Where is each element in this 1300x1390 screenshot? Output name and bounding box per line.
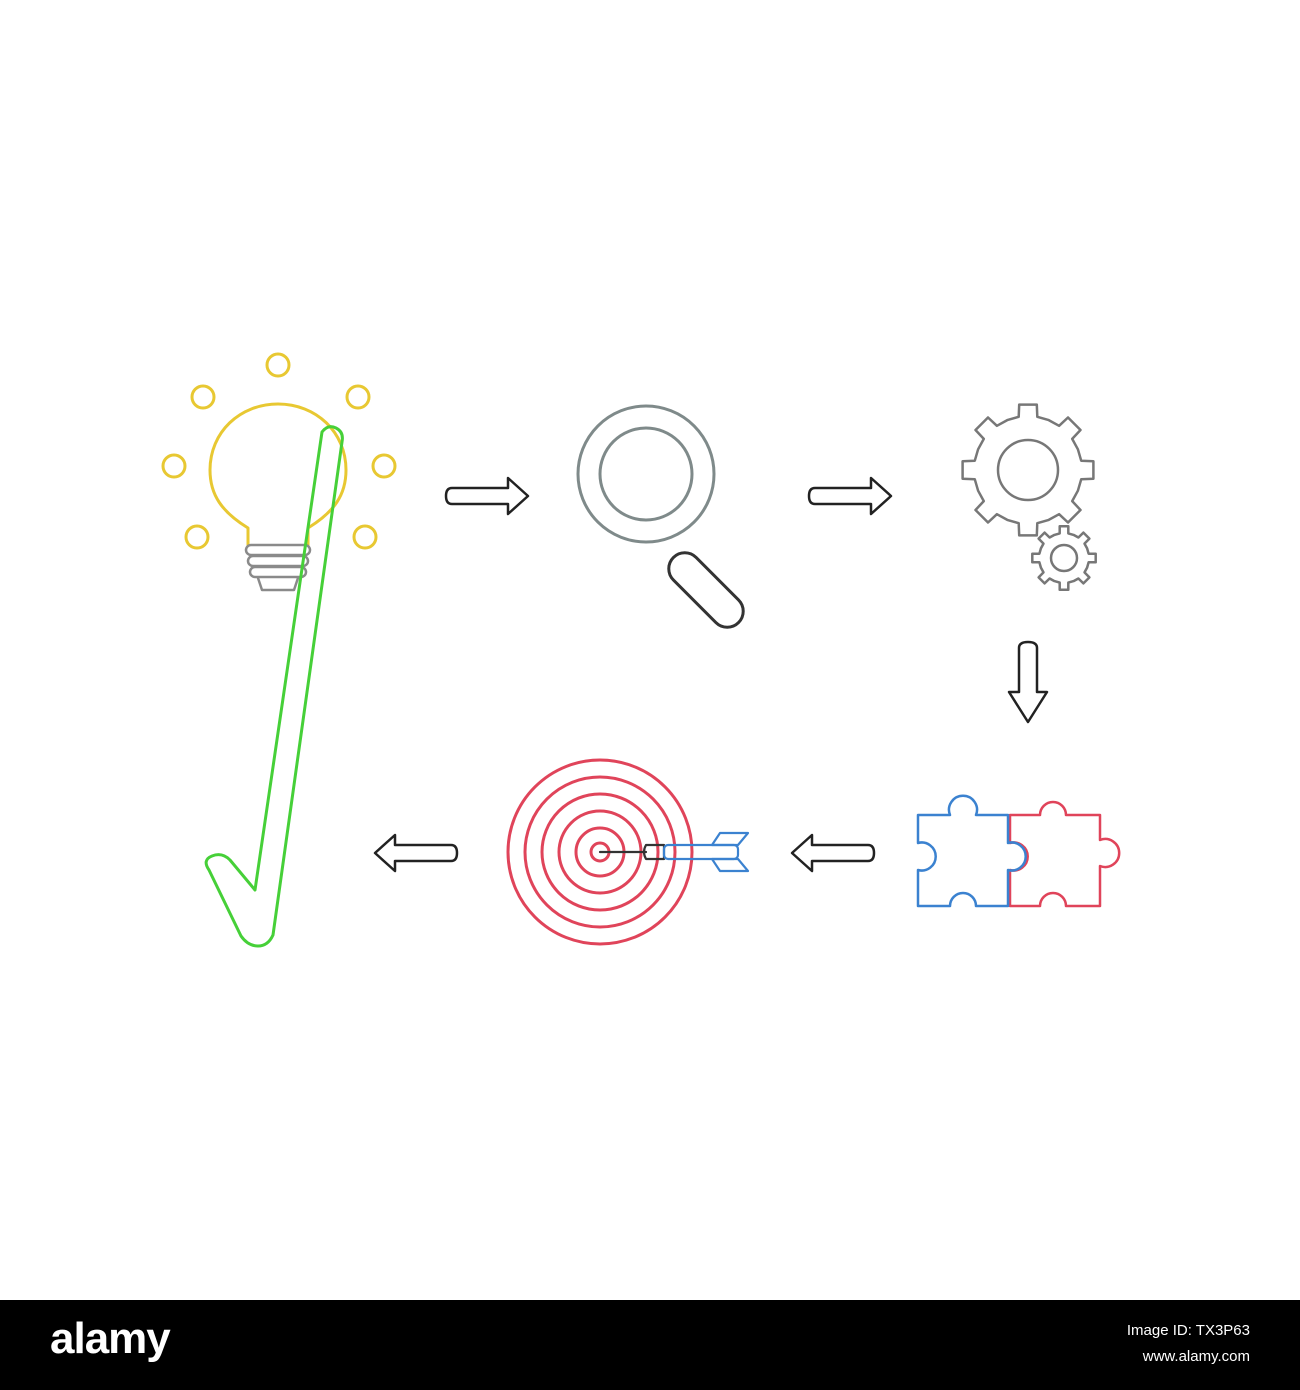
gears-icon <box>961 403 1097 591</box>
arrow-right-icon <box>444 476 530 516</box>
image-id-label: Image ID: TX3P63 <box>1126 1322 1250 1339</box>
site-url: www.alamy.com <box>1142 1348 1250 1365</box>
brand-logo: alamy <box>50 1314 171 1363</box>
target-icon <box>506 758 694 946</box>
image-id-block: Image ID: TX3P63 www.alamy.com <box>1127 1318 1250 1370</box>
arrow-left-icon <box>373 833 459 873</box>
lightbulb-icon <box>161 352 397 550</box>
footer-bar: alamy Image ID: TX3P63 www.alamy.com <box>0 1300 1300 1390</box>
arrow-down-icon <box>1007 640 1049 724</box>
workflow-diagram <box>161 352 1121 948</box>
arrow-right-icon <box>807 476 893 516</box>
magnifier-icon <box>576 404 745 629</box>
puzzle-icon <box>916 794 1121 908</box>
dart-icon <box>598 831 750 873</box>
bulb-base-icon <box>244 543 312 592</box>
checkmark-icon <box>204 425 344 948</box>
arrow-left-icon <box>790 833 876 873</box>
